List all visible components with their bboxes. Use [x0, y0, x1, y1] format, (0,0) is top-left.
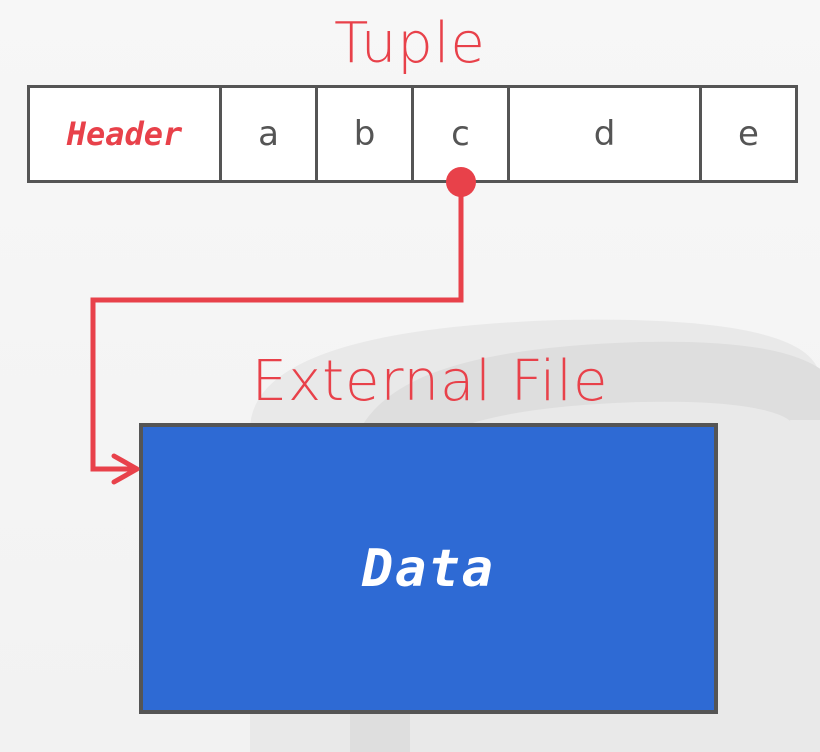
- tuple-cell-d: d: [510, 88, 702, 180]
- external-data-box: Data: [139, 423, 718, 714]
- tuple-cell-a: a: [222, 88, 318, 180]
- data-label: Data: [361, 538, 496, 599]
- tuple-cell-header: Header: [30, 88, 222, 180]
- tuple-row: Header a b c d e: [27, 85, 798, 183]
- tuple-title: Tuple: [334, 11, 486, 76]
- tuple-cell-e: e: [738, 114, 759, 154]
- tuple-cell-c: c: [414, 88, 510, 180]
- tuple-cell-b: b: [318, 88, 414, 180]
- external-file-title: External File: [251, 349, 609, 414]
